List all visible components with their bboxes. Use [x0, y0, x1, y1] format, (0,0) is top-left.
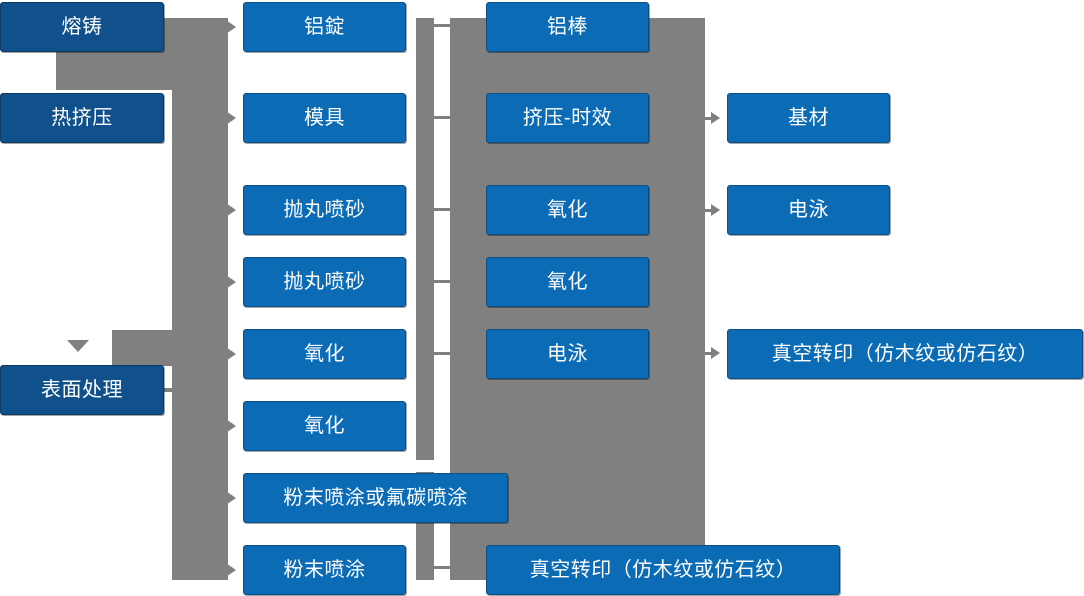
c4-base-material-label: 基材 — [788, 107, 829, 129]
gray-arrow-to-c2-7 — [223, 489, 236, 507]
rail-tick-6 — [434, 566, 452, 569]
c3-oxidation-1-label: 氧化 — [547, 199, 588, 221]
c2-mold[interactable]: 模具 — [243, 93, 406, 143]
stage-hot-extrusion[interactable]: 热挤压 — [0, 93, 164, 143]
c3-vacuum-transfer-label: 真空转印（仿木纹或仿石纹） — [529, 559, 797, 581]
c2-powder-or-pvdf-label: 粉末喷涂或氟碳喷涂 — [283, 487, 468, 509]
c2-aluminum-ingot-label: 铝錠 — [304, 16, 345, 38]
gray-arrow-to-c2-3 — [223, 201, 236, 219]
c3-oxidation-2[interactable]: 氧化 — [486, 257, 649, 307]
c2-mold-label: 模具 — [304, 107, 345, 129]
c3-oxidation-1[interactable]: 氧化 — [486, 185, 649, 235]
gray-rail-left-upper — [416, 18, 434, 460]
conn-arrow-vacuum-transfer — [711, 347, 720, 359]
c2-shot-blast-1[interactable]: 抛丸喷砂 — [243, 185, 406, 235]
c2-oxidation-2-label: 氧化 — [304, 415, 345, 437]
c4-electrophoresis[interactable]: 电泳 — [727, 185, 890, 235]
c4-base-material[interactable]: 基材 — [727, 93, 890, 143]
rail-tick-1 — [434, 24, 452, 27]
gray-arrow-to-c2-8 — [223, 561, 236, 579]
c4-vacuum-transfer-label: 真空转印（仿木纹或仿石纹） — [771, 343, 1039, 365]
c2-powder-coating[interactable]: 粉末喷涂 — [243, 545, 406, 595]
c2-powder-or-pvdf[interactable]: 粉末喷涂或氟碳喷涂 — [243, 473, 508, 523]
c3-oxidation-2-label: 氧化 — [547, 271, 588, 293]
gray-arrow-down-to-hot-extrusion — [67, 66, 89, 78]
stage-melt-cast[interactable]: 熔铸 — [0, 2, 164, 52]
conn-arrow-electrophoresis — [711, 204, 720, 216]
c2-shot-blast-2[interactable]: 抛丸喷砂 — [243, 257, 406, 307]
c3-extrusion-aging-label: 挤压-时效 — [522, 107, 613, 129]
gray-arrow-to-c2-1 — [223, 18, 236, 36]
c3-aluminum-bar-label: 铝棒 — [547, 16, 588, 38]
rail-tick-2 — [434, 116, 452, 119]
c4-electrophoresis-label: 电泳 — [788, 199, 829, 221]
c3-extrusion-aging[interactable]: 挤压-时效 — [486, 93, 649, 143]
stage-melt-cast-label: 熔铸 — [61, 16, 103, 38]
gray-band-left-lower — [112, 330, 228, 366]
c3-electrophoresis[interactable]: 电泳 — [486, 329, 649, 379]
c2-shot-blast-1-label: 抛丸喷砂 — [283, 199, 366, 221]
rail-tick-4 — [434, 280, 452, 283]
gray-band-left-main — [172, 18, 228, 580]
stage-hot-extrusion-label: 热挤压 — [51, 107, 113, 129]
gray-arrow-to-c2-6 — [223, 417, 236, 435]
conn-arrow-base-material — [711, 112, 720, 124]
c3-electrophoresis-label: 电泳 — [547, 343, 588, 365]
c2-oxidation-2[interactable]: 氧化 — [243, 401, 406, 451]
rail-tick-3 — [434, 208, 452, 211]
gray-arrow-to-c2-5 — [223, 345, 236, 363]
gray-arrow-down-to-surface-treatment — [67, 340, 89, 352]
c2-oxidation-1[interactable]: 氧化 — [243, 329, 406, 379]
stage-surface-treatment[interactable]: 表面处理 — [0, 365, 164, 415]
stage-surface-treatment-label: 表面处理 — [41, 379, 123, 401]
c3-vacuum-transfer[interactable]: 真空转印（仿木纹或仿石纹） — [486, 545, 840, 595]
rail-tick-5 — [434, 352, 452, 355]
gray-stub-surface-treatment — [162, 388, 184, 392]
c2-aluminum-ingot[interactable]: 铝錠 — [243, 2, 406, 52]
c2-powder-coating-label: 粉末喷涂 — [283, 559, 366, 581]
c4-vacuum-transfer[interactable]: 真空转印（仿木纹或仿石纹） — [727, 329, 1083, 379]
c2-shot-blast-2-label: 抛丸喷砂 — [283, 271, 366, 293]
c2-oxidation-1-label: 氧化 — [304, 343, 345, 365]
c3-aluminum-bar[interactable]: 铝棒 — [486, 2, 649, 52]
gray-arrow-to-c2-2 — [223, 109, 236, 127]
gray-arrow-to-c2-4 — [223, 273, 236, 291]
